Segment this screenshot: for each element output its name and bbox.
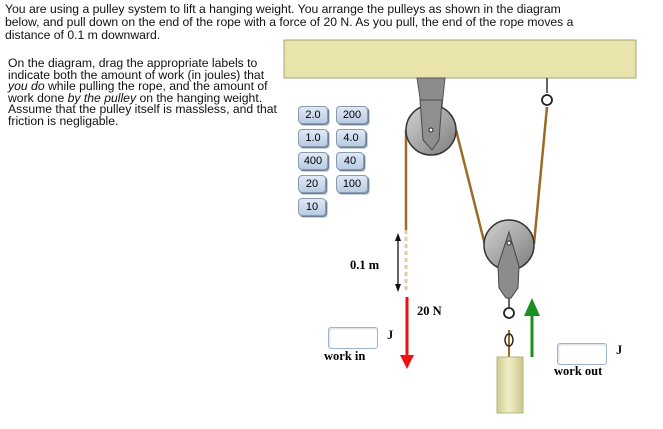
force-label: 20 N <box>417 304 442 318</box>
instructions-text-1: On the diagram, drag the appropriate lab… <box>8 56 265 82</box>
upper-pulley-sheave <box>419 99 443 151</box>
lower-pulley-axle <box>506 240 512 246</box>
problem-intro: You are using a pulley system to lift a … <box>5 3 655 42</box>
value-tile[interactable]: 40 <box>336 152 364 170</box>
work-in-label: work in <box>324 349 365 363</box>
value-tile[interactable]: 400 <box>298 152 328 170</box>
intro-line-2: below, and pull down on the end of the r… <box>5 15 574 29</box>
value-tile[interactable]: 1.0 <box>298 129 328 147</box>
rope-right-to-ceiling <box>532 106 549 245</box>
intro-line-3: distance of 0.1 m downward. <box>5 28 161 42</box>
instructions: On the diagram, drag the appropriate lab… <box>8 56 278 128</box>
instructions-em-1: you do <box>8 79 45 94</box>
distance-arrow-down <box>395 284 401 292</box>
distance-arrow-up <box>395 233 401 241</box>
distance-label: 0.1 m <box>350 258 380 272</box>
rope-left-to-lower-pulley <box>454 129 487 246</box>
value-tile[interactable]: 2.0 <box>298 106 328 124</box>
value-tile[interactable]: 10 <box>298 198 326 216</box>
hanging-weight <box>496 356 524 414</box>
lift-arrowhead <box>524 298 540 316</box>
lower-hook-ring <box>503 307 515 319</box>
instructions-text-2: while pulling the rope, and the amount o… <box>8 79 268 105</box>
work-in-drop-target[interactable] <box>328 327 378 349</box>
ceiling-hook-ring <box>541 94 553 106</box>
work-out-label: work out <box>554 364 603 378</box>
weight-link <box>504 333 514 347</box>
value-tile[interactable]: 200 <box>336 106 368 124</box>
work-in-unit: J <box>387 328 394 342</box>
value-tile[interactable]: 4.0 <box>336 129 366 147</box>
intro-line-1: You are using a pulley system to lift a … <box>5 2 561 16</box>
upper-pulley-axle <box>428 127 434 133</box>
instructions-text-3: on the hanging weight. Assume that the p… <box>8 90 277 128</box>
instructions-em-2: by the pulley <box>67 90 137 105</box>
work-out-drop-target[interactable] <box>557 343 607 365</box>
pull-force-arrowhead <box>400 355 414 369</box>
value-tile[interactable]: 20 <box>298 175 326 193</box>
ceiling-beam <box>283 39 637 79</box>
value-tile[interactable]: 100 <box>336 175 368 193</box>
work-out-unit: J <box>616 343 623 357</box>
